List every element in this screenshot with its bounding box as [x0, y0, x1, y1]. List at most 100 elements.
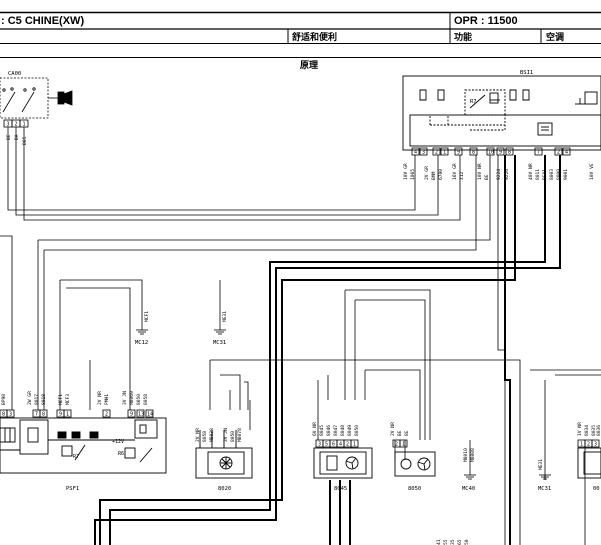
8045-wire-code: 8046 [326, 425, 332, 436]
ca00-pin: 2 [15, 122, 18, 128]
category-label: 舒适和便利 [292, 31, 337, 43]
bottom-wire-label: 65 [457, 539, 463, 545]
8020-wire-color: 2V NR [195, 428, 201, 442]
bsi1-pin: 1 [443, 150, 446, 156]
psf1-pin: 8 [42, 412, 45, 418]
bsi1-pin: 9 [457, 150, 460, 156]
8020-wire-code: M8038 [209, 428, 215, 442]
8045-pin: 2 [346, 442, 349, 448]
bsi1-wire-code: 1065 [410, 169, 416, 180]
bsi1-pin: 4 [565, 150, 568, 156]
8045-wire-code: 8047 [333, 425, 339, 436]
8050-pin-row [392, 439, 408, 448]
bsi1-wire-color: 10V NR [477, 163, 483, 180]
bsi1-wire-code: 6700 [438, 169, 444, 180]
component-8020 [195, 430, 253, 479]
8050-pin: 2 [395, 442, 398, 448]
psf1-wire-code: 8050 [136, 394, 142, 405]
bsi1-pin: 10 [488, 150, 494, 156]
function-label: 功能 [454, 31, 472, 43]
ca00-pin: 1 [23, 122, 26, 128]
section-title: 原理 [300, 60, 318, 71]
bsi1-label: BSI1 [520, 70, 533, 76]
8045-wire-color: 6V NR [312, 422, 318, 436]
right-wire-code: 8036 [596, 425, 601, 436]
ca00-pin: 3 [7, 122, 10, 128]
8020-wire-color: 3V JN [223, 428, 229, 442]
ca00-wire-code: BE [6, 134, 12, 140]
psf1-wire-code: MCF1 [58, 394, 64, 405]
mc12-label: MC12 [135, 340, 148, 346]
thick-wires [94, 155, 561, 545]
bsi1-pin: 7 [537, 150, 540, 156]
bsi1-wire-code: 9001 [563, 169, 569, 180]
ground-mc12 [136, 320, 148, 335]
bsi1-wire-code: 9226 [504, 169, 510, 180]
right-pin-row [577, 439, 600, 448]
psf1-wire-code: M8069 [129, 391, 135, 405]
bottom-wire-label: 41 [436, 539, 442, 545]
bsi1-wire-code: Z12 [459, 171, 465, 180]
ca00-component [0, 77, 73, 128]
psf1-wire-color: 2W GR [27, 391, 33, 405]
psf1-relay-label: R7 [73, 454, 79, 460]
ground-mc40 [464, 468, 476, 480]
8020-wire-code: 8058 [202, 431, 208, 442]
mc31-bottom-wire-code: ME31 [538, 459, 544, 470]
8045-pin: 5 [325, 442, 328, 448]
psf1-pin: 2 [105, 412, 108, 418]
mc31-top-label: MC31 [213, 340, 226, 346]
8050-pin: 1 [402, 442, 405, 448]
opr-number: OPR : 11500 [454, 15, 518, 27]
8045-wire-code: 8050 [354, 425, 360, 436]
8045-wire-code: 8049 [347, 425, 353, 436]
bsi1-wire-code: BE [484, 174, 490, 180]
8045-pin-row [315, 439, 359, 448]
psf1-pin: 9 [59, 412, 62, 418]
bsi1-wire-color: 10V VE [589, 163, 595, 180]
psf1-pin: 14 [147, 412, 153, 418]
8050-wire-code: 8E [404, 430, 410, 436]
bsi1-wire-code: BMM [431, 171, 437, 180]
mc12-wire: MCF1 [144, 311, 150, 322]
header-table [0, 11, 601, 58]
8050-wire-code: BE [397, 430, 403, 436]
8020-wire-code: 8050 [230, 431, 236, 442]
right-comp-label: 00 [593, 486, 600, 492]
8045-wire-code: 8048 [340, 425, 346, 436]
psf1-component [0, 417, 167, 474]
8050-label: 8050 [408, 486, 421, 492]
bsi1-relay-label: R7 [470, 99, 477, 105]
psf1-voltage: +12V [112, 439, 124, 445]
mc31-bottom-label: MC31 [538, 486, 551, 492]
mc40-wire-code: M8008 [470, 448, 476, 462]
bsi1-wire-color: 2V GR [424, 166, 430, 180]
bsi1-wire-color: 10V GR [403, 163, 409, 180]
ground-mc31-bottom [539, 474, 551, 480]
psf1-wire-code: 8018 [41, 394, 47, 405]
8045-pin: 3 [318, 442, 321, 448]
mc40-label: MC40 [462, 486, 475, 492]
psf1-wire-color: 3V JN [122, 391, 128, 405]
mc31-top-wire: ME31 [222, 311, 228, 322]
psf1-pin: 9 [130, 412, 133, 418]
8020-wire-code: M8078 [237, 428, 243, 442]
psf1-wire-code: 8017 [34, 394, 40, 405]
thin-wires [0, 127, 601, 545]
mc40-wire-code: M8010 [463, 448, 469, 462]
bottom-wire-label: 55 [443, 539, 449, 545]
psf1-label: PSF1 [66, 486, 79, 492]
right-wire-color: 1V NR [577, 422, 583, 436]
8045-wire-code: 8045 [319, 425, 325, 436]
bsi1-pin: 2 [435, 150, 438, 156]
bsi1-component [402, 75, 601, 151]
bsi1-wire-code: 8011 [535, 169, 541, 180]
component-8045 [313, 447, 373, 479]
ca00-wire-code: B65 [22, 136, 28, 145]
bottom-wire-label: 50 [464, 539, 470, 545]
bsi1-wire-color: 16V GR [452, 163, 458, 180]
component-8050 [394, 451, 436, 477]
psf1-wire-code: PMH1 [104, 394, 110, 405]
right-pin: 1 [580, 442, 583, 448]
component-right-partial [577, 447, 601, 479]
